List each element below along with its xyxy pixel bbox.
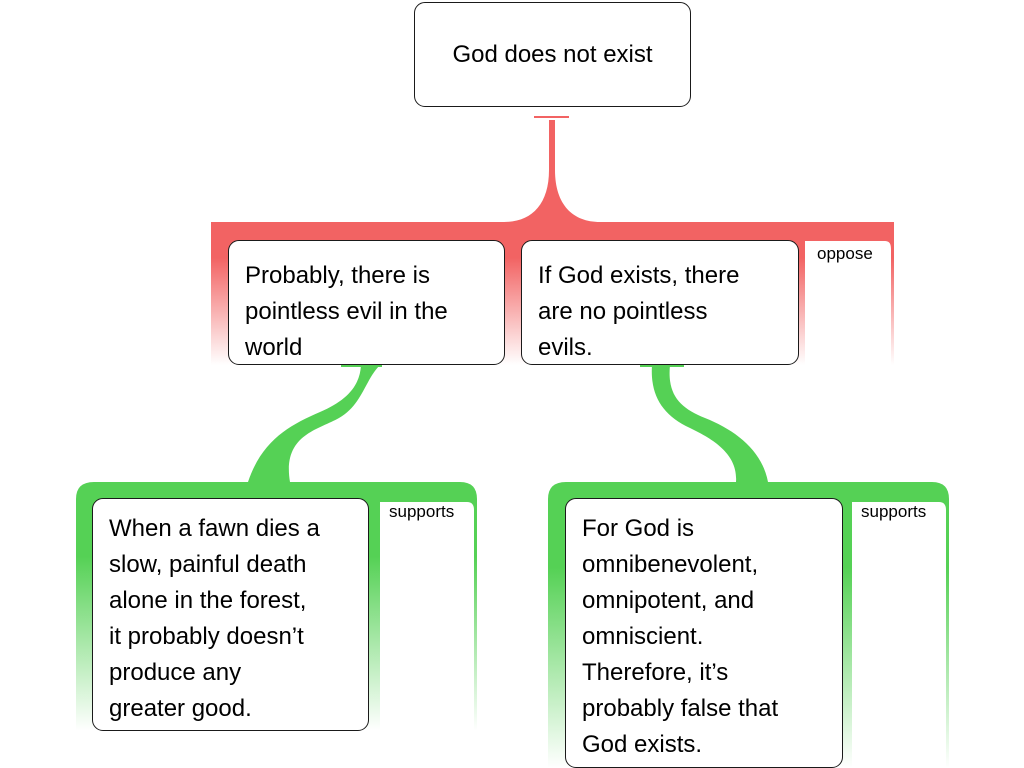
claim-text: God does not exist (452, 40, 653, 68)
objection-node-1[interactable]: Probably, there is pointless evil in the… (228, 240, 505, 365)
objection-text-1: Probably, there is pointless evil in the… (245, 262, 448, 361)
support-text-1: When a fawn dies a slow, painful death a… (109, 515, 320, 722)
oppose-connector-bar (534, 116, 569, 118)
supports-label-1: supports (389, 502, 455, 521)
support-connector-bar-2 (640, 364, 684, 367)
support-connector-bar-1 (341, 364, 382, 367)
support-text-2: For God is omnibenevolent, omnipotent, a… (582, 515, 779, 758)
supports-label-2: supports (861, 502, 927, 521)
objection-node-2[interactable]: If God exists, there are no pointless ev… (521, 240, 799, 365)
support-node-2[interactable]: For God is omnibenevolent, omnipotent, a… (565, 498, 843, 768)
support-connector-1 (248, 365, 380, 482)
objection-text-2: If God exists, there are no pointless ev… (538, 262, 740, 361)
oppose-connector-stem (504, 120, 600, 222)
support-node-1[interactable]: When a fawn dies a slow, painful death a… (92, 498, 369, 731)
oppose-label: oppose (817, 244, 873, 263)
support-connector-2 (651, 365, 768, 482)
claim-node[interactable]: God does not exist (414, 2, 691, 107)
